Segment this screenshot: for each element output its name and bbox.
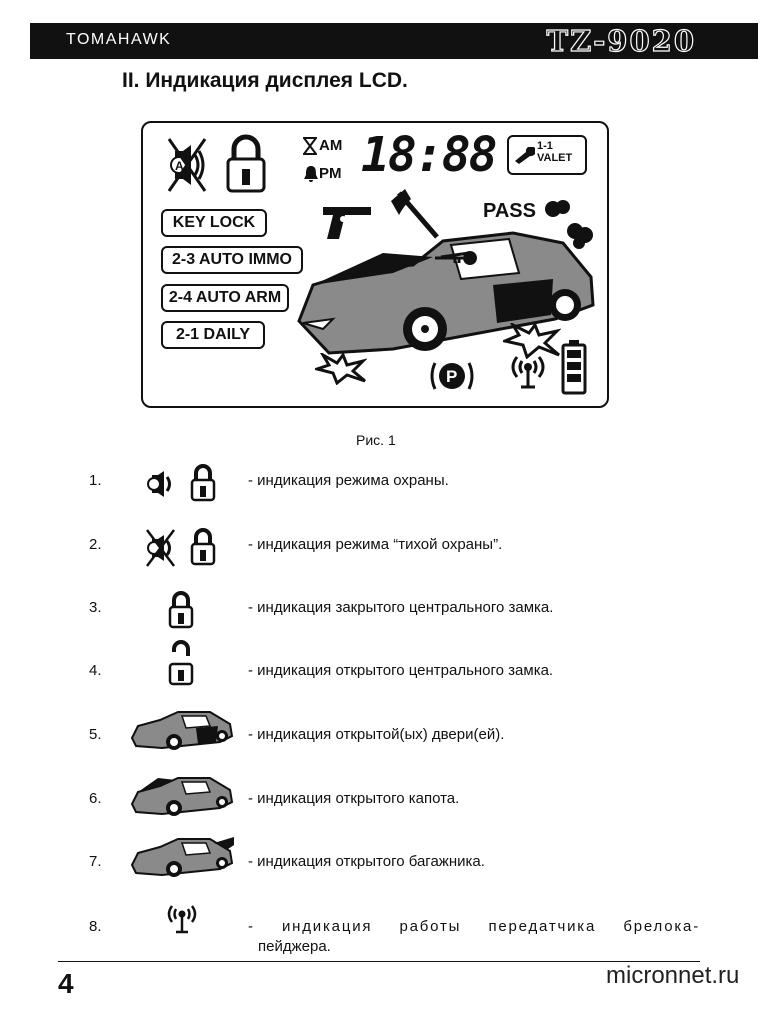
item-description: - индикация режима охраны. xyxy=(248,472,449,489)
am-label: AM xyxy=(319,137,343,154)
key-icon xyxy=(435,251,477,265)
list-item: 7. - индикация открытого багажника. xyxy=(0,837,761,903)
lcd-display-figure: A AM PM 18:88 1-1 VALET PASS KEY xyxy=(141,121,609,408)
siren-icon xyxy=(147,471,171,497)
daily-indicator: 2-1 DAILY xyxy=(161,321,265,349)
item-number: 2. xyxy=(89,536,102,553)
item-description: - индикация работы передатчика брелока- xyxy=(248,918,700,935)
bell-icon xyxy=(304,166,318,182)
lock-closed-icon xyxy=(190,528,216,566)
shock-burst-left-icon xyxy=(315,353,367,385)
lock-open-icon xyxy=(168,640,194,686)
item-description: - индикация открытой(ых) двери(ей). xyxy=(248,726,505,743)
car-hood-open-icon xyxy=(130,777,234,816)
antenna-icon xyxy=(511,356,545,389)
clock-digits: 18:88 xyxy=(361,127,497,183)
item-description: - индикация открытого центрального замка… xyxy=(248,662,554,679)
battery-icon xyxy=(561,340,587,395)
valet-indicator: 1-1 VALET xyxy=(507,135,587,175)
siren-muted-icon: A xyxy=(167,138,207,192)
list-item: 6. - индикация открытого капота. xyxy=(0,777,761,840)
item-number: 3. xyxy=(89,599,102,616)
siren-muted-icon xyxy=(146,529,175,567)
item-description: - индикация режима “тихой охраны”. xyxy=(248,536,503,553)
pm-label: PM xyxy=(319,165,342,182)
pistol-icon xyxy=(323,207,371,239)
key-lock-indicator: KEY LOCK xyxy=(161,209,267,237)
auto-immo-indicator: 2-3 AUTO IMMO xyxy=(161,246,303,274)
smoke-icon xyxy=(545,200,593,249)
svg-text:P: P xyxy=(446,367,457,386)
page-header: TOMAHAWK TZ-9020 xyxy=(30,23,758,59)
pass-label: PASS xyxy=(483,200,536,222)
car-door-open-icon xyxy=(130,711,234,750)
valet-label: 1-1 VALET xyxy=(537,140,573,164)
list-item: 5. - индикация открытой(ых) двери(ей). xyxy=(0,711,761,776)
page-number: 4 xyxy=(58,968,74,999)
axe-icon xyxy=(391,189,439,239)
car-icon xyxy=(297,231,595,355)
item-number: 4. xyxy=(89,662,102,679)
shock-burst-right-icon xyxy=(503,323,561,359)
item-number: 7. xyxy=(89,853,102,870)
figure-caption: Рис. 1 xyxy=(356,432,396,448)
brand-name: TOMAHAWK xyxy=(66,31,172,48)
antenna-icon xyxy=(167,905,197,934)
lock-closed-icon xyxy=(190,464,216,502)
lock-closed-icon xyxy=(226,134,266,193)
hourglass-icon xyxy=(303,137,317,155)
car-trunk-open-icon xyxy=(130,837,234,877)
svg-text:A: A xyxy=(175,159,184,173)
item-number: 1. xyxy=(89,472,102,489)
parking-icon: P xyxy=(430,362,474,390)
watermark: micronnet.ru xyxy=(606,962,740,989)
item-number: 6. xyxy=(89,790,102,807)
footer-divider xyxy=(58,961,700,962)
item-description-continued: пейджера. xyxy=(258,938,331,955)
list-item: 1. - индикация режима охраны. xyxy=(0,464,761,522)
auto-arm-indicator: 2-4 AUTO ARM xyxy=(161,284,289,312)
item-number: 5. xyxy=(89,726,102,743)
lock-closed-icon xyxy=(168,591,194,629)
item-description: - индикация открытого багажника. xyxy=(248,853,485,870)
list-item: 3. - индикация закрытого центрального за… xyxy=(0,591,761,649)
wrench-icon xyxy=(515,147,535,164)
list-item: 2. - индикация режима “тихой охраны”. xyxy=(0,528,761,586)
list-item: 8. - индикация работы передатчика брелок… xyxy=(0,905,761,968)
item-description: - индикация закрытого центрального замка… xyxy=(248,599,554,616)
model-name: TZ-9020 xyxy=(546,23,696,58)
section-title: II. Индикация дисплея LCD. xyxy=(122,69,408,92)
list-item: 4. - индикация открытого центрального за… xyxy=(0,640,761,712)
item-number: 8. xyxy=(89,918,102,935)
item-description: - индикация открытого капота. xyxy=(248,790,460,807)
